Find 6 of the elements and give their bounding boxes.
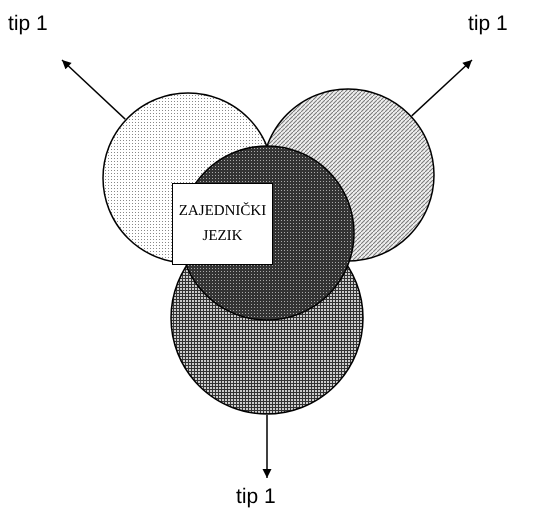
type-label: tip 1 — [8, 12, 48, 36]
arrow — [61, 59, 126, 120]
arrow — [411, 59, 472, 116]
arrow — [262, 415, 272, 478]
type-label: tip 1 — [236, 485, 276, 509]
type-label: tip 1 — [468, 12, 508, 36]
